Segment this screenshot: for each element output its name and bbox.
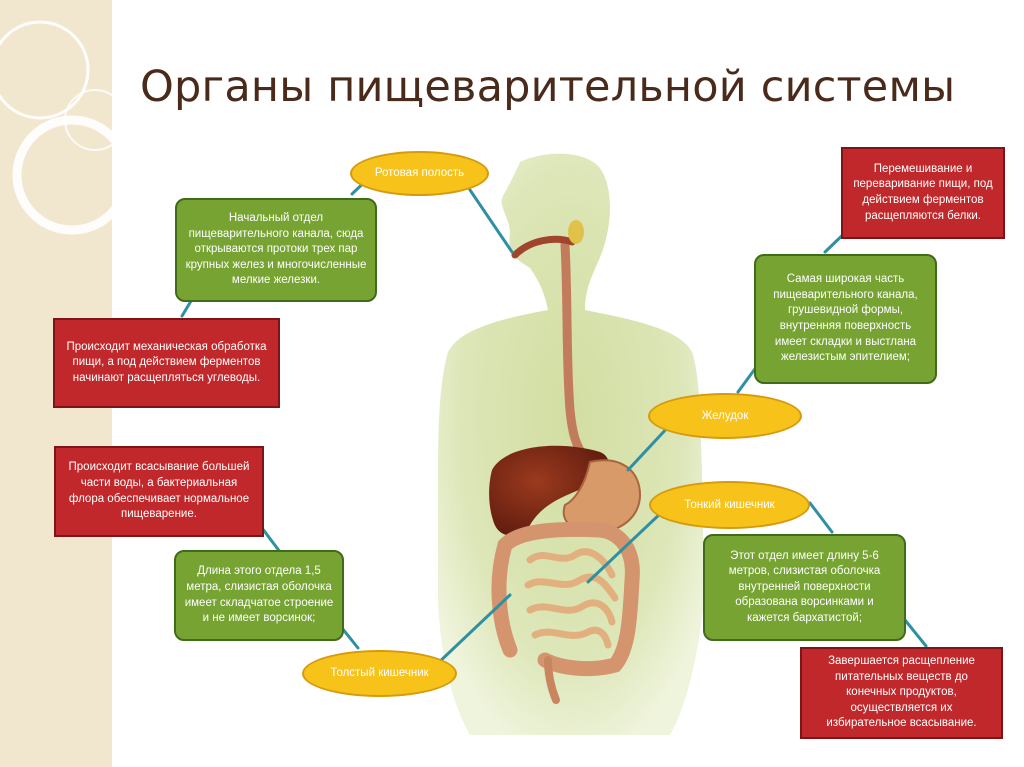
stomach-description-box: Самая широкая часть пищеварительного кан…	[754, 254, 937, 384]
mouth-function-box: Происходит механическая обработка пищи, …	[53, 318, 280, 408]
page-title: Органы пищеварительной системы	[140, 62, 956, 112]
esophagus	[560, 240, 595, 467]
oral-cavity-shape	[511, 235, 576, 259]
large-intestine	[491, 521, 640, 677]
salivary-gland	[568, 220, 584, 244]
organ-oval-mouth: Ротовая полость	[350, 151, 489, 196]
connector-small-desc	[808, 501, 834, 534]
organ-oval-stomach: Желудок	[648, 393, 802, 439]
organ-oval-small-intestine: Тонкий кишечник	[649, 481, 810, 529]
liver	[489, 445, 609, 536]
small-intestine-description-box: Этот отдел имеет длину 5-6 метров, слизи…	[703, 534, 906, 641]
connector-large-organ	[434, 593, 512, 667]
large-intestine-function-box: Происходит всасывание большей части воды…	[54, 446, 264, 537]
connector-small-function	[903, 618, 928, 648]
connector-small-organ	[586, 510, 664, 584]
decorative-rings	[0, 20, 132, 235]
connector-stomach-organ	[626, 423, 672, 472]
small-intestine-function-box: Завершается расщепление питательных веще…	[800, 647, 1003, 739]
connector-mouth-organ	[468, 188, 514, 254]
large-intestine-description-box: Длина этого отдела 1,5 метра, слизистая …	[174, 550, 344, 641]
mouth-description-box: Начальный отдел пищеварительного канала,…	[175, 198, 377, 302]
stomach-function-box: Перемешивание и переваривание пищи, под …	[841, 147, 1005, 239]
organ-oval-large-intestine: Толстый кишечник	[302, 650, 457, 697]
small-intestine	[524, 548, 619, 649]
rectum	[544, 656, 560, 704]
